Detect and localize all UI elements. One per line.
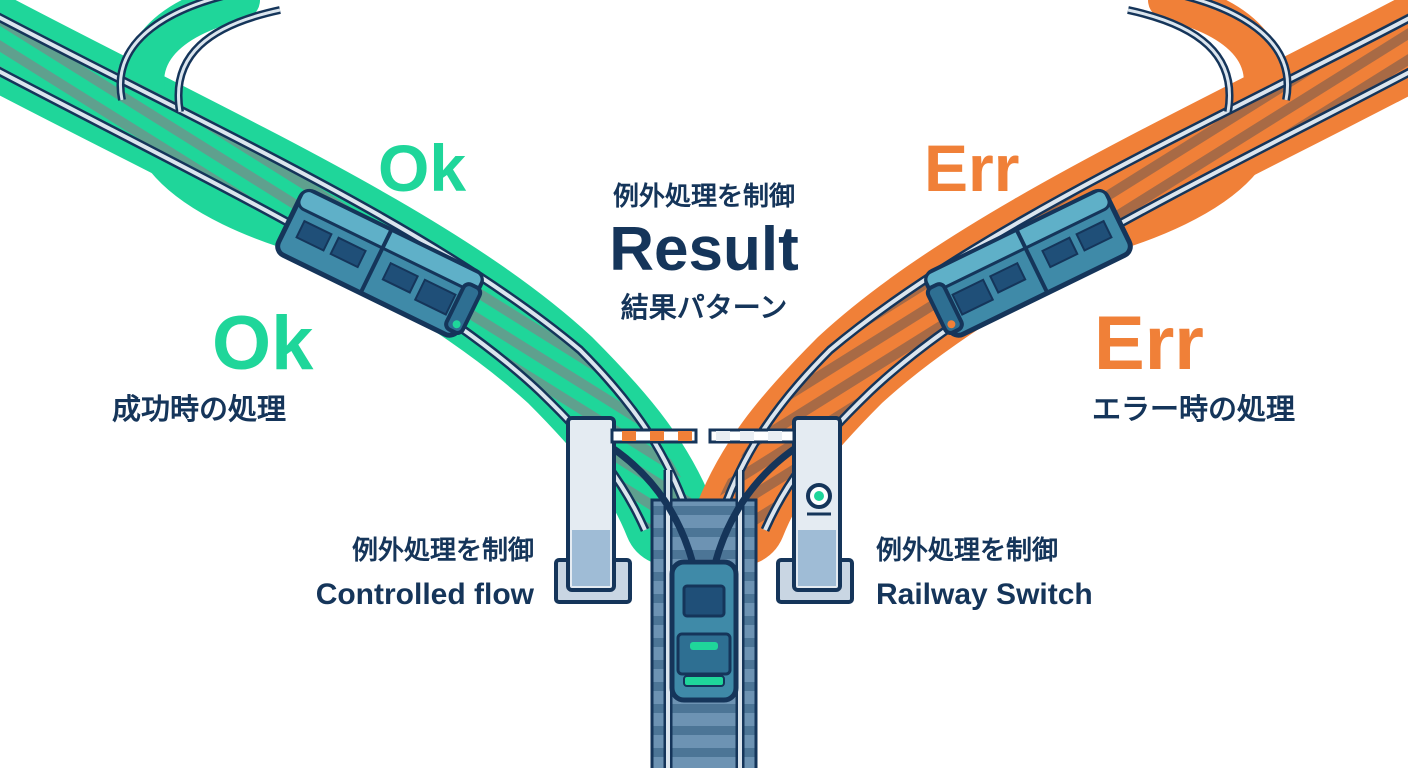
ok-upper-label: Ok <box>378 131 467 205</box>
ok-label: Ok <box>212 301 314 386</box>
ok-caption: 成功時の処理 <box>112 392 287 426</box>
err-caption: エラー時の処理 <box>1092 392 1296 426</box>
train-icon <box>275 188 484 338</box>
left-note-en: Controlled flow <box>315 578 534 611</box>
center-top-caption: 例外処理を制御 <box>612 182 795 212</box>
left-note-jp: 例外処理を制御 <box>351 536 534 566</box>
err-upper-label: Err <box>924 131 1020 205</box>
train-icon <box>669 559 739 703</box>
right-note-en: Railway Switch <box>876 578 1093 611</box>
center-subtitle: 結果パターン <box>620 291 788 324</box>
signal-light-icon <box>806 483 832 516</box>
right-note-jp: 例外処理を制御 <box>876 536 1059 566</box>
train-icon <box>924 188 1133 338</box>
center-title: Result <box>609 215 799 284</box>
err-label: Err <box>1094 301 1204 386</box>
